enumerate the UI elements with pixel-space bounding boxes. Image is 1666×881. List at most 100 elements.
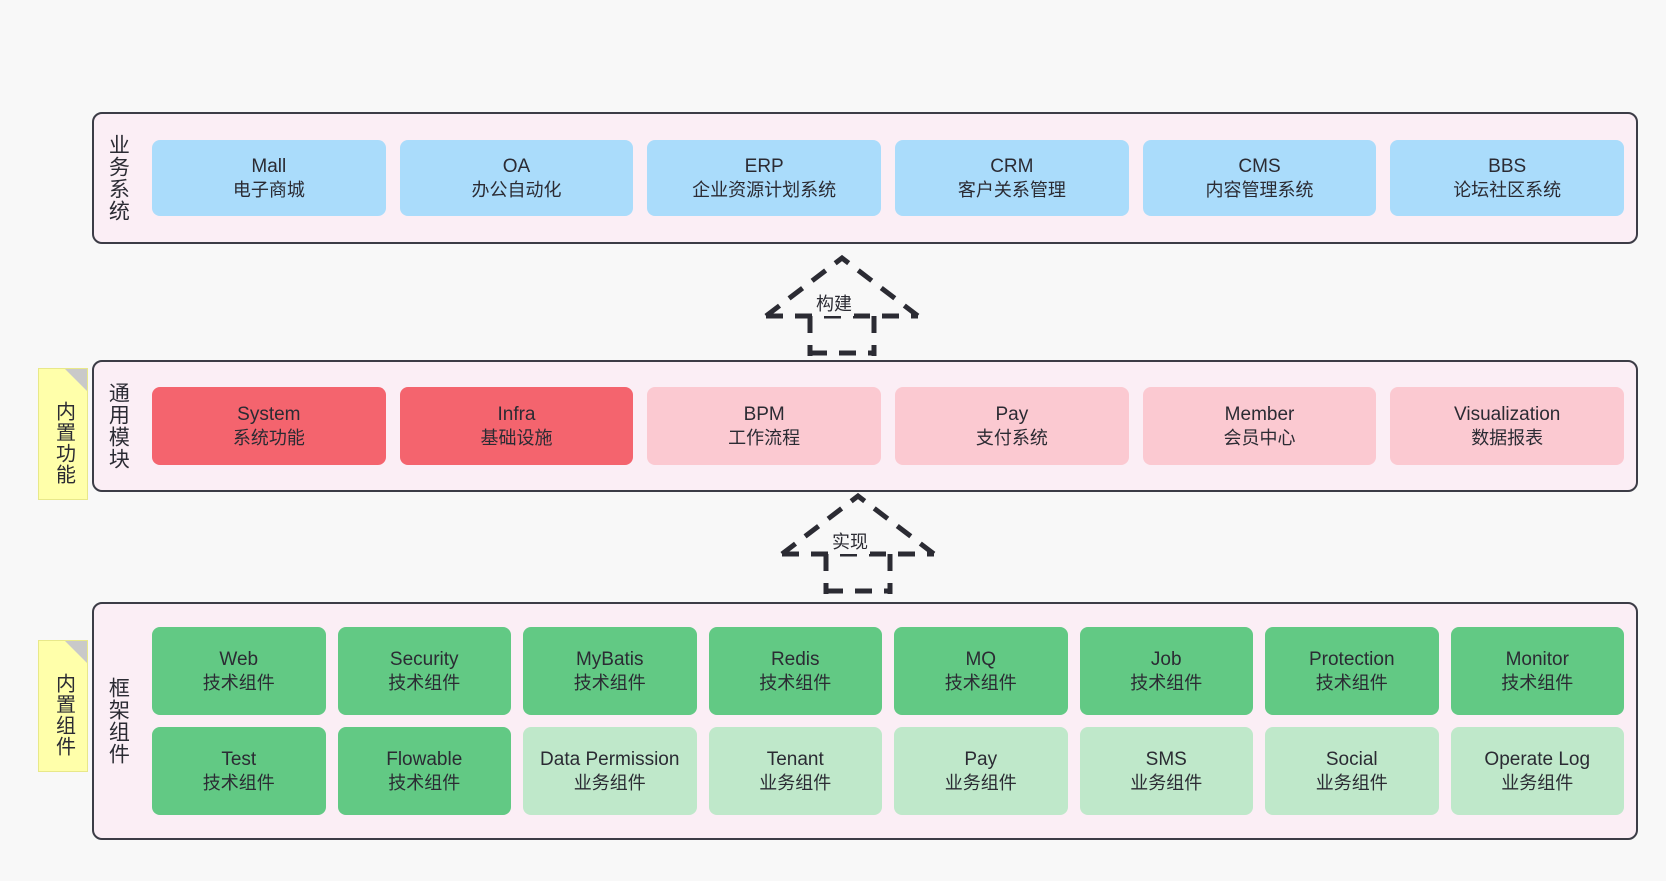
- layer-body-business: Mall 电子商城 OA 办公自动化 ERP 企业资源计划系统 CRM 客户关系…: [140, 114, 1636, 242]
- card-job[interactable]: Job 技术组件: [1079, 627, 1253, 715]
- card-security[interactable]: Security 技术组件: [337, 627, 511, 715]
- sticky-note-builtin-features: 内置功能: [38, 368, 88, 500]
- card-title-cn: 业务组件: [1501, 772, 1574, 793]
- card-operate-log[interactable]: Operate Log 业务组件: [1450, 727, 1624, 815]
- layer-framework-components: 框架组件 Web 技术组件 Security 技术组件 MyBatis 技术组件…: [92, 602, 1638, 840]
- layer-body-modules: System 系统功能 Infra 基础设施 BPM 工作流程 Pay 支付系统…: [140, 362, 1636, 490]
- card-title-cn: 技术组件: [202, 772, 275, 793]
- card-title-cn: 内容管理系统: [1205, 179, 1314, 200]
- card-title-en: Test: [221, 748, 257, 770]
- card-title-en: Web: [219, 648, 259, 670]
- card-title-en: Monitor: [1505, 648, 1569, 670]
- generalization-arrow-icon: [780, 492, 936, 594]
- card-title-en: System: [237, 403, 301, 425]
- card-infra[interactable]: Infra 基础设施: [399, 387, 634, 465]
- card-protection[interactable]: Protection 技术组件: [1265, 627, 1439, 715]
- card-cms[interactable]: CMS 内容管理系统: [1142, 140, 1377, 216]
- card-title-cn: 论坛社区系统: [1453, 179, 1562, 200]
- card-title-en: Operate Log: [1484, 748, 1591, 770]
- card-title-cn: 技术组件: [1315, 672, 1388, 693]
- card-web[interactable]: Web 技术组件: [152, 627, 326, 715]
- card-system[interactable]: System 系统功能: [152, 387, 386, 465]
- layer-title-modules: 通用模块: [106, 382, 130, 470]
- card-title-en: OA: [502, 155, 531, 177]
- card-title-cn: 技术组件: [759, 672, 832, 693]
- card-title-cn: 技术组件: [388, 672, 461, 693]
- card-title-cn: 技术组件: [1501, 672, 1574, 693]
- card-title-en: Visualization: [1454, 403, 1561, 425]
- card-title-cn: 数据报表: [1471, 427, 1544, 448]
- card-oa[interactable]: OA 办公自动化: [399, 140, 634, 216]
- card-redis[interactable]: Redis 技术组件: [708, 627, 882, 715]
- card-title-cn: 业务组件: [759, 772, 832, 793]
- sticky-note-label: 内置组件: [52, 673, 75, 757]
- sticky-fold-icon: [65, 369, 87, 391]
- layer-body-framework: Web 技术组件 Security 技术组件 MyBatis 技术组件 Redi…: [140, 604, 1636, 838]
- card-title-cn: 技术组件: [388, 772, 461, 793]
- card-title-cn: 基础设施: [480, 427, 553, 448]
- component-row-technical: Web 技术组件 Security 技术组件 MyBatis 技术组件 Redi…: [152, 627, 1624, 715]
- card-title-en: Infra: [497, 403, 536, 425]
- card-title-en: CRM: [990, 155, 1034, 177]
- card-monitor[interactable]: Monitor 技术组件: [1450, 627, 1624, 715]
- card-bbs[interactable]: BBS 论坛社区系统: [1390, 140, 1625, 216]
- layer-business-systems: 业务系统 Mall 电子商城 OA 办公自动化 ERP 企业资源计划系统 CRM…: [92, 112, 1638, 244]
- sticky-note-builtin-components: 内置组件: [38, 640, 88, 772]
- generalization-arrow-icon: [764, 254, 920, 356]
- card-crm[interactable]: CRM 客户关系管理: [895, 140, 1129, 216]
- card-pay-module[interactable]: Pay 支付系统: [895, 387, 1129, 465]
- component-row-business: Test 技术组件 Flowable 技术组件 Data Permission …: [152, 727, 1624, 815]
- card-title-en: Pay: [995, 403, 1029, 425]
- card-title-cn: 客户关系管理: [957, 179, 1066, 200]
- connector-build: 构建: [752, 252, 932, 356]
- card-title-en: Flowable: [386, 748, 463, 770]
- card-sms[interactable]: SMS 业务组件: [1079, 727, 1253, 815]
- card-title-en: ERP: [744, 155, 784, 177]
- connector-label-build: 构建: [814, 290, 854, 316]
- card-title-cn: 工作流程: [728, 427, 801, 448]
- sticky-note-label: 内置功能: [52, 401, 75, 485]
- card-tenant[interactable]: Tenant 业务组件: [708, 727, 882, 815]
- card-title-cn: 技术组件: [202, 672, 275, 693]
- card-title-cn: 业务组件: [944, 772, 1017, 793]
- card-member[interactable]: Member 会员中心: [1142, 387, 1377, 465]
- card-title-en: Security: [389, 648, 459, 670]
- card-title-en: SMS: [1145, 748, 1187, 770]
- layer-title-business: 业务系统: [106, 134, 130, 222]
- card-title-en: Member: [1224, 403, 1295, 425]
- card-title-en: CMS: [1238, 155, 1281, 177]
- card-title-en: MyBatis: [575, 648, 644, 670]
- card-title-cn: 业务组件: [573, 772, 646, 793]
- card-mybatis[interactable]: MyBatis 技术组件: [523, 627, 697, 715]
- card-test[interactable]: Test 技术组件: [152, 727, 326, 815]
- card-title-cn: 技术组件: [944, 672, 1017, 693]
- card-bpm[interactable]: BPM 工作流程: [647, 387, 882, 465]
- card-flowable[interactable]: Flowable 技术组件: [337, 727, 511, 815]
- card-title-en: Mall: [251, 155, 287, 177]
- card-title-en: Job: [1150, 648, 1182, 670]
- card-title-cn: 办公自动化: [471, 179, 562, 200]
- sticky-fold-icon: [65, 641, 87, 663]
- card-title-en: Redis: [770, 648, 820, 670]
- card-title-cn: 技术组件: [573, 672, 646, 693]
- layer-title-framework: 框架组件: [106, 677, 130, 765]
- connector-label-implement: 实现: [830, 528, 870, 554]
- card-title-cn: 支付系统: [975, 427, 1048, 448]
- card-title-cn: 系统功能: [232, 427, 305, 448]
- card-erp[interactable]: ERP 企业资源计划系统: [647, 140, 882, 216]
- card-title-en: Pay: [964, 748, 998, 770]
- card-title-en: BBS: [1488, 155, 1527, 177]
- card-title-en: MQ: [965, 648, 997, 670]
- card-title-en: BPM: [743, 403, 785, 425]
- card-visualization[interactable]: Visualization 数据报表: [1390, 387, 1625, 465]
- card-title-cn: 电子商城: [232, 179, 305, 200]
- card-pay-component[interactable]: Pay 业务组件: [894, 727, 1068, 815]
- connector-implement: 实现: [768, 490, 948, 594]
- layer-common-modules: 通用模块 System 系统功能 Infra 基础设施 BPM 工作流程 Pay…: [92, 360, 1638, 492]
- card-social[interactable]: Social 业务组件: [1265, 727, 1439, 815]
- card-mq[interactable]: MQ 技术组件: [894, 627, 1068, 715]
- card-mall[interactable]: Mall 电子商城: [152, 140, 386, 216]
- card-title-en: Tenant: [766, 748, 824, 770]
- card-data-permission[interactable]: Data Permission 业务组件: [523, 727, 697, 815]
